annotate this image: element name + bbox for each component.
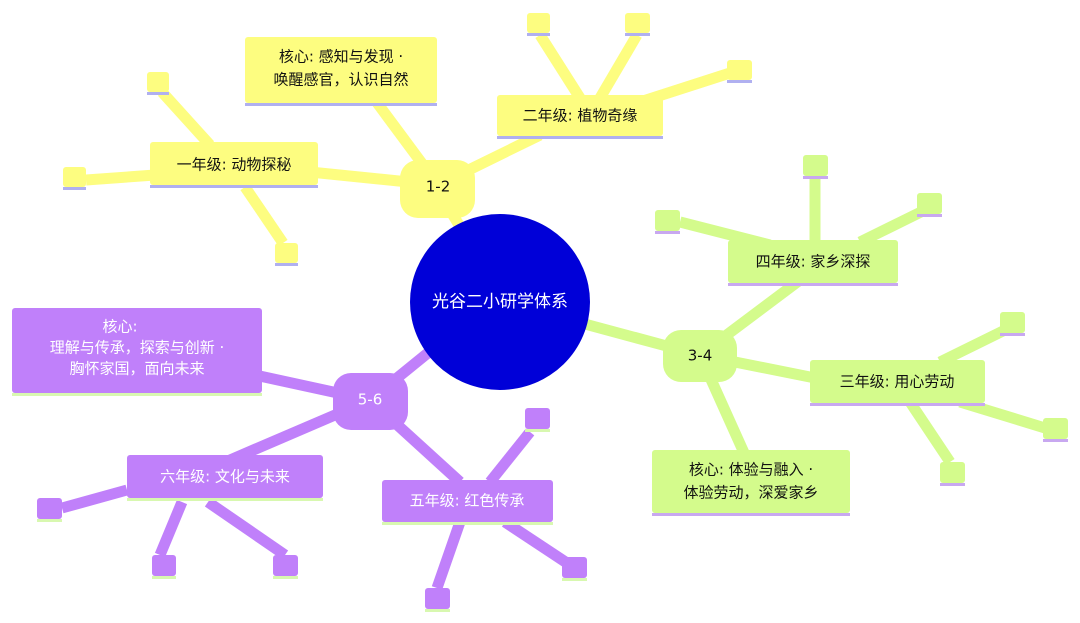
grade-label: 三年级: 用心劳动 [840,373,955,391]
node-3-4-label: 3-4 [688,347,713,365]
core-node-5-6[interactable] [12,308,262,393]
core-node-3-4[interactable] [652,450,850,513]
leaf-underlines [655,176,1068,486]
leaf-nodes [63,13,752,263]
underline [150,185,318,188]
core-text: 核心: [102,318,137,336]
branch-3-4: 3-4 核心: 体验与融入 · 体验劳动，深爱家乡 三年级: 用心劳动 四年级:… [568,155,1068,516]
grade-5-node[interactable] [382,480,553,522]
core-node-1-2[interactable] [245,37,437,103]
leaf-nodes [655,155,1068,483]
leaf-underlines [37,429,587,612]
grade-4-node[interactable] [728,240,898,283]
branch-1-2: 1-2 核心: 感知与发现 · 唤醒感官，认识自然 一年级: 动物探秘 二年级:… [63,13,752,266]
grade-label: 五年级: 红色传承 [410,492,525,510]
node-5-6-label: 5-6 [358,391,383,409]
underline [810,403,985,406]
underline [382,522,553,525]
grade-1-node[interactable] [150,142,318,185]
branch-5-6: 5-6 核心: 理解与传承，探索与创新 · 胸怀家国，面向未来 五年级: 红色传… [12,308,587,612]
underline [728,283,898,286]
underline [127,498,323,501]
underline [497,136,663,139]
core-text: 唤醒感官，认识自然 [273,71,408,89]
center-node[interactable] [410,214,590,390]
underline [245,103,437,106]
node-3-4[interactable] [663,330,737,382]
grade-2-node[interactable] [497,95,663,136]
core-text: 核心: 感知与发现 · [279,48,403,66]
core-text: 体验劳动，深爱家乡 [683,484,818,502]
leaf-underlines [63,33,752,266]
grade-3-node[interactable] [810,360,985,403]
grade-label: 四年级: 家乡深探 [756,253,871,271]
underline [652,513,850,516]
grade-6-node[interactable] [127,455,323,498]
node-5-6[interactable] [333,373,408,430]
core-text: 胸怀家国，面向未来 [69,360,204,378]
core-text: 核心: 体验与融入 · [689,461,813,479]
node-1-2[interactable] [400,160,475,218]
center-label: 光谷二小研学体系 [432,292,568,312]
node-1-2-label: 1-2 [426,178,451,196]
core-text: 理解与传承，探索与创新 · [50,339,225,357]
leaf-nodes [37,408,587,609]
grade-label: 一年级: 动物探秘 [177,156,292,174]
underline [12,393,262,396]
grade-label: 六年级: 文化与未来 [160,468,290,486]
grade-label: 二年级: 植物奇缘 [523,107,638,125]
